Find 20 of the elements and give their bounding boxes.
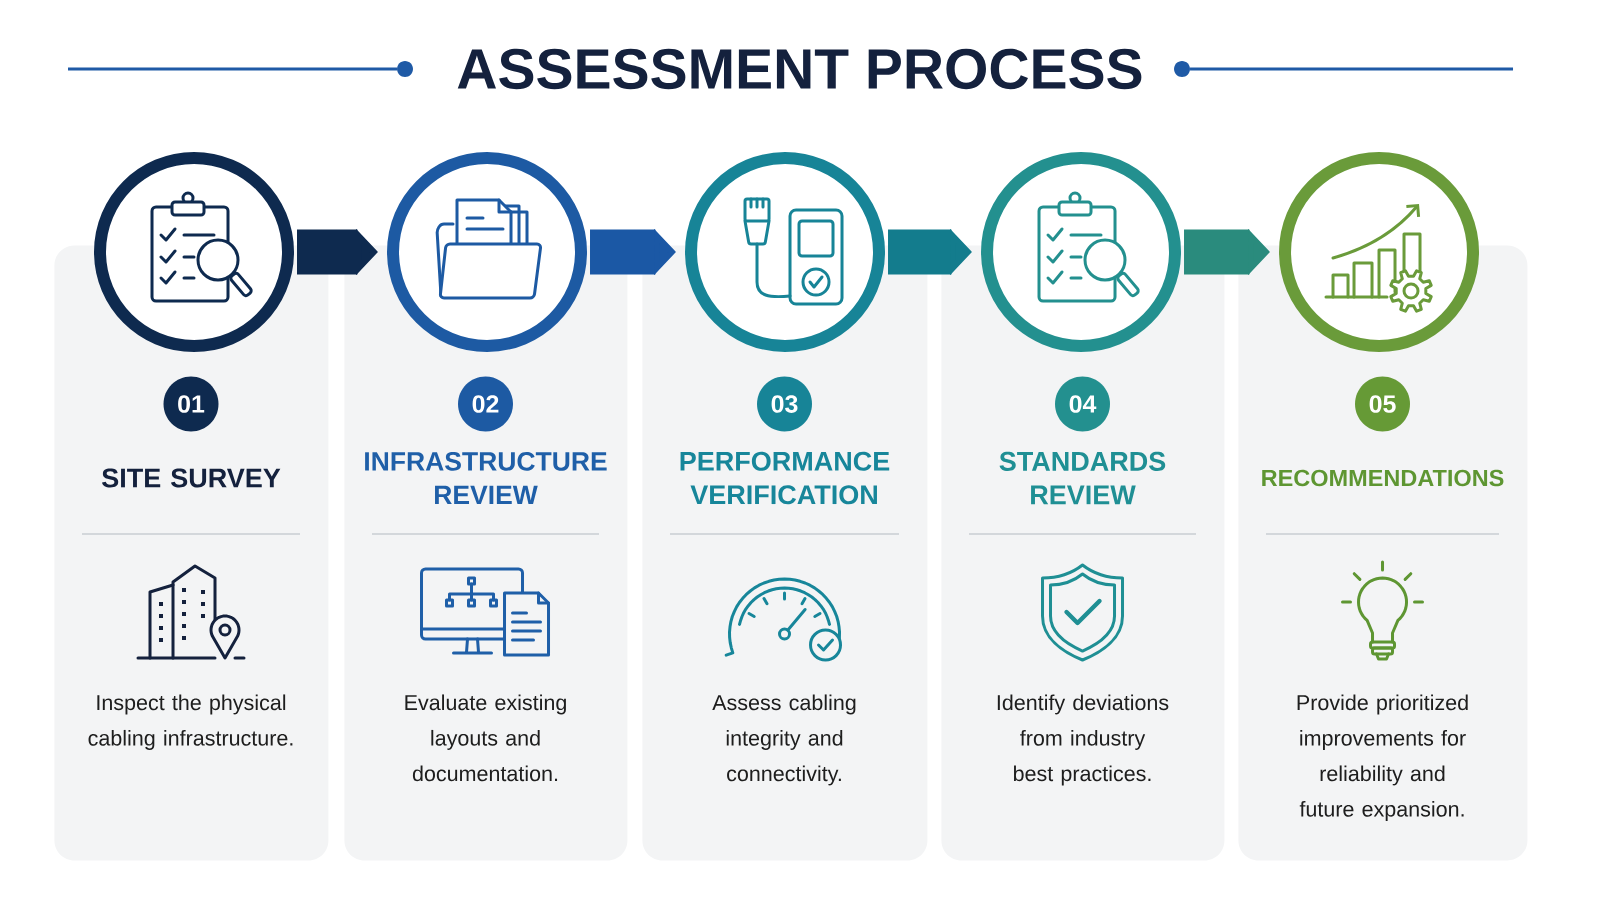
step-description: Assess cabling integrity and connectivity. [712,694,856,786]
step-heading: RECOMMENDATIONS [1262,469,1504,487]
step-description: Inspect the physical cabling infrastructure. [88,694,293,750]
number-badge: 01 [163,376,219,432]
number-badge: 05 [1355,376,1410,432]
step-circle [1279,152,1479,352]
step-heading: PERFORMANCE VERIFICATION [680,451,890,505]
step-description: Evaluate existing layouts and documentation. [405,694,566,782]
step-heading: STANDARDS REVIEW [999,451,1166,505]
step-description: Provide prioritized improvements for reliability and future expansion. [1297,694,1468,821]
step-circle [685,152,885,352]
number-badge: 03 [757,376,812,432]
step-circle [94,152,294,352]
step-heading: INFRASTRUCTURE REVIEW [365,452,607,504]
step-circle [981,152,1181,352]
number-badge: 02 [458,376,513,432]
step-heading: SITE SURVEY [102,468,281,488]
number-badge: 04 [1055,376,1110,432]
step-description: Identify deviations from industry best practices. [997,694,1169,786]
title: ASSESSMENT PROCESS [457,48,1142,90]
